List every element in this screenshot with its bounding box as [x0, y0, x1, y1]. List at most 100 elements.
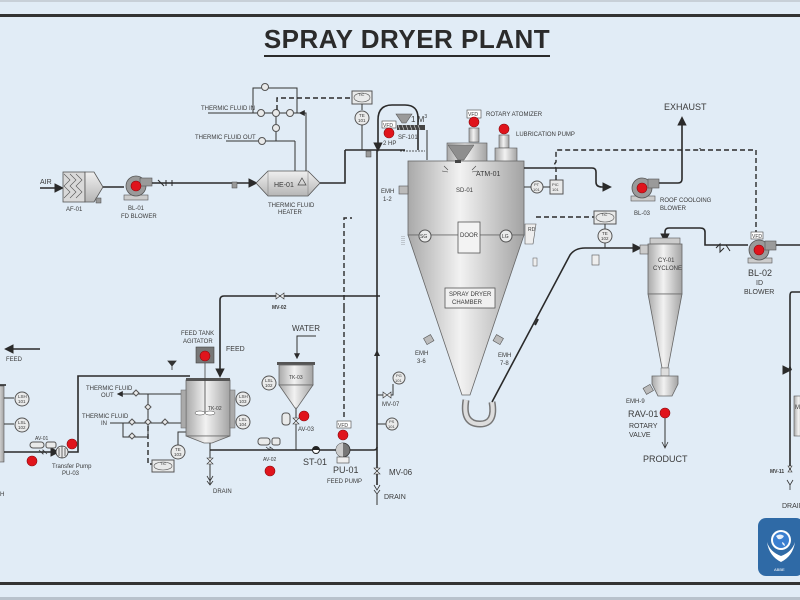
bottom-edge	[0, 597, 800, 600]
bl01-label: BL-01	[128, 206, 145, 212]
light-glass[interactable]	[499, 229, 513, 243]
sf101-label: SF-101	[398, 135, 418, 141]
heater-label-1: THERMIC FLUID	[268, 203, 315, 209]
emh36-hatch[interactable]	[423, 334, 435, 346]
tic103-controller[interactable]	[151, 459, 175, 473]
lsh101-switch[interactable]	[14, 391, 30, 407]
tf-in-valve[interactable]	[128, 418, 136, 426]
lsl104-switch[interactable]	[235, 414, 251, 430]
emh12-hatch[interactable]	[398, 185, 409, 195]
logo-caption: ABBE	[774, 567, 785, 572]
bypass-valve[interactable]	[261, 83, 269, 91]
actuated-valve-av03[interactable]	[281, 412, 300, 426]
feeder-and-atomizer: VFD 2 HP 1 M3 SF-101 VFD ROTARY ATOMIZER…	[373, 104, 575, 163]
chamber-label-1: SPRAY DRYER	[449, 292, 492, 298]
rupture-disc-rd[interactable]	[524, 223, 537, 245]
fd-blower-bl01[interactable]	[123, 175, 153, 201]
tk02-drain-label: DRAIN	[213, 489, 232, 495]
te102-num: 102	[601, 236, 609, 241]
emh9-hatch[interactable]	[642, 383, 654, 395]
sf101-motor-indicator[interactable]	[383, 127, 395, 139]
pu03-motor-indicator[interactable]	[66, 438, 78, 450]
sg-label: SG	[420, 234, 427, 240]
chamber-door[interactable]	[457, 221, 481, 254]
tf-bypass-valve[interactable]	[128, 432, 136, 440]
mv06-valve[interactable]	[373, 467, 381, 475]
roof-blower-label-1: ROOF COOLOING	[660, 198, 712, 204]
spray-dryer-chamber-sd01[interactable]	[407, 160, 525, 396]
rotary-valve-label-2: VALVE	[629, 432, 651, 439]
roof-cooling-blower-bl03[interactable]	[630, 177, 660, 202]
mv07-valve[interactable]	[382, 391, 392, 399]
air-filter-af01[interactable]	[62, 171, 104, 203]
duct-nozzle	[591, 254, 600, 266]
water-tank-tk03[interactable]	[277, 362, 315, 409]
inlet-valve[interactable]	[257, 109, 265, 117]
company-logo: ABBE	[758, 518, 800, 576]
agitator-label-1: FEED TANK	[181, 331, 214, 337]
rav01-motor-indicator[interactable]	[659, 407, 671, 419]
emh12-label: EMH	[381, 189, 394, 195]
ps101-switch[interactable]	[385, 417, 399, 431]
cyclone-cy01[interactable]	[639, 237, 683, 397]
actuated-valve-av02[interactable]	[257, 437, 281, 451]
bl02-motor-indicator	[753, 244, 765, 256]
tf-out-valve[interactable]	[132, 389, 140, 397]
return-valve[interactable]	[272, 124, 280, 132]
mv02-valve[interactable]	[275, 292, 285, 300]
mv11-label: MV-11	[770, 469, 784, 475]
pic101-num: 101	[552, 187, 559, 192]
sight-glass[interactable]	[418, 229, 432, 243]
transfer-pump-pu03[interactable]	[55, 445, 69, 459]
lube-pump-base	[494, 147, 518, 163]
pu01-motor-indicator[interactable]	[337, 429, 349, 441]
mv11-valve[interactable]	[787, 465, 793, 473]
te103-num: 103	[174, 452, 182, 457]
actuated-valve-av01[interactable]	[29, 441, 57, 455]
transfer-to-tk02-pipe	[68, 375, 190, 453]
lsl102-switch[interactable]	[14, 417, 30, 433]
pg101-gauge[interactable]	[392, 371, 406, 385]
left-lsh-partial: H	[0, 492, 4, 498]
pic101-tag: PIC	[552, 182, 559, 187]
tic103-tag: TIC	[160, 461, 167, 466]
lg-label: LG	[502, 234, 509, 240]
thermic-out-valve[interactable]	[258, 137, 266, 145]
emh36-label: EMH	[415, 351, 428, 357]
filter-dp-gauge	[95, 197, 102, 204]
screw-feeder-sf101[interactable]	[395, 113, 425, 131]
lsh103-switch[interactable]	[235, 391, 251, 407]
id-blower-bl02[interactable]	[747, 239, 777, 264]
lsl102-tk03-switch[interactable]	[261, 375, 277, 391]
tic101-tag: TIC	[358, 92, 365, 97]
feed-tank-agitator-motor[interactable]	[195, 346, 215, 364]
pt101-tag: PT	[534, 182, 540, 187]
outlet-valve[interactable]	[286, 109, 294, 117]
av01-indicator[interactable]	[26, 455, 38, 467]
sf101-hp-label: 2 HP	[383, 141, 396, 147]
feed-pump-pu01[interactable]	[335, 442, 351, 464]
roof-blower-label-2: BLOWER	[660, 206, 687, 212]
sf101-volume: 1 M3	[411, 114, 427, 124]
lube-pump-motor-indicator[interactable]	[498, 123, 510, 135]
pu03-label: PU-03	[62, 471, 80, 477]
atomizer-motor-indicator[interactable]	[468, 116, 480, 128]
id-label: ID	[756, 280, 763, 287]
tf-return-valve[interactable]	[144, 403, 152, 411]
lsl102-tag: LSL	[18, 420, 27, 425]
heater-label-2: HEATER	[278, 210, 303, 216]
tic102-controller[interactable]	[593, 210, 617, 225]
tf-control-valve[interactable]	[144, 418, 152, 426]
tk02-drain-valve[interactable]	[206, 457, 214, 465]
lsh101-num: 101	[18, 399, 26, 404]
rav01-label: RAV-01	[628, 409, 658, 419]
emh78-hatch[interactable]	[492, 334, 504, 346]
te101-num: 101	[358, 118, 366, 123]
av02-indicator[interactable]	[264, 465, 276, 477]
feed-tank-tk02[interactable]	[180, 363, 236, 444]
tf-outlet-valve[interactable]	[161, 418, 169, 426]
control-valve[interactable]	[272, 109, 280, 117]
av02-label: AV-02	[263, 457, 276, 463]
thermic-out-left-sub: OUT	[101, 393, 114, 399]
av03-indicator[interactable]	[298, 410, 310, 422]
